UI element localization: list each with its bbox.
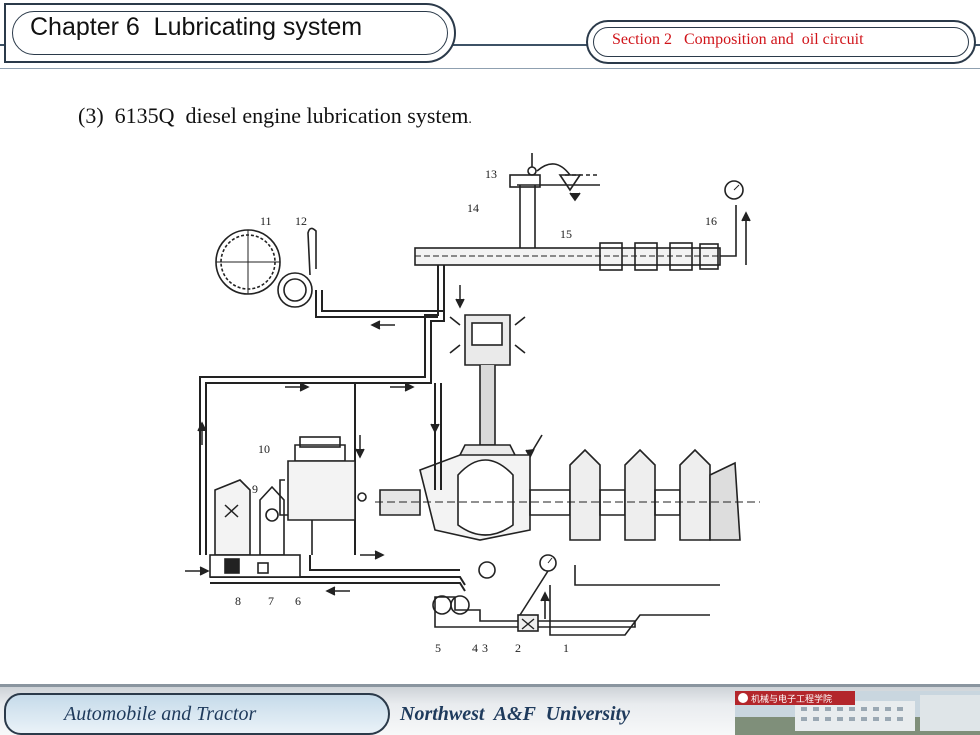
- section-pill-inner: [593, 27, 969, 57]
- diagram-labels: 13 14 15 16 11 12 10 9 8 7 6 5 4 3 2 1: [235, 167, 717, 655]
- label-6: 6: [295, 594, 301, 608]
- label-10: 10: [258, 442, 270, 456]
- chapter-pill: [4, 3, 456, 63]
- section-pill: Section 2 Composition and oil circuit: [586, 20, 976, 64]
- label-12: 12: [295, 214, 307, 228]
- filters: [209, 436, 367, 578]
- header-line-lower: [0, 68, 980, 69]
- footer-course-title: Automobile and Tractor: [64, 703, 257, 725]
- label-11: 11: [260, 214, 272, 228]
- label-15: 15: [560, 227, 572, 241]
- crankshaft: [375, 448, 760, 541]
- chapter-title: Chapter 6 Lubricating system: [30, 13, 363, 41]
- label-8: 8: [235, 594, 241, 608]
- label-5: 5: [435, 641, 441, 655]
- lubrication-diagram: 13 14 15 16 11 12 10 9 8 7 6 5 4 3 2 1: [185, 153, 760, 655]
- label-7: 7: [268, 594, 274, 608]
- camshaft-assembly: [414, 153, 751, 271]
- college-name: 机械与电子工程学院: [751, 693, 832, 705]
- label-13: 13: [485, 167, 497, 181]
- piston-rod: [449, 314, 543, 466]
- oil-pan: [432, 554, 720, 636]
- label-16: 16: [705, 214, 717, 228]
- sub-heading-text: (3) 6135Q diesel engine lubrication syst…: [78, 103, 469, 128]
- label-2: 2: [515, 641, 521, 655]
- footer-university: Northwest A&F University: [400, 703, 631, 725]
- gear-assembly: [215, 227, 317, 308]
- label-14: 14: [467, 201, 479, 215]
- sub-heading-dot: .: [468, 112, 472, 127]
- header-line: [0, 44, 980, 46]
- label-1: 1: [563, 641, 569, 655]
- label-3: 3: [482, 641, 488, 655]
- sub-heading: (3) 6135Q diesel engine lubrication syst…: [78, 103, 472, 129]
- flow-arrows: [185, 285, 465, 596]
- label-4: 4: [472, 641, 478, 655]
- college-logo-icon: [738, 693, 748, 703]
- section-title: Section 2 Composition and oil circuit: [612, 31, 864, 48]
- chapter-pill-inner: [12, 11, 448, 55]
- label-9: 9: [252, 482, 258, 496]
- footer-line: [0, 684, 980, 687]
- footer-pill: [4, 693, 390, 735]
- college-building-image: 机械与电子工程学院: [735, 691, 980, 735]
